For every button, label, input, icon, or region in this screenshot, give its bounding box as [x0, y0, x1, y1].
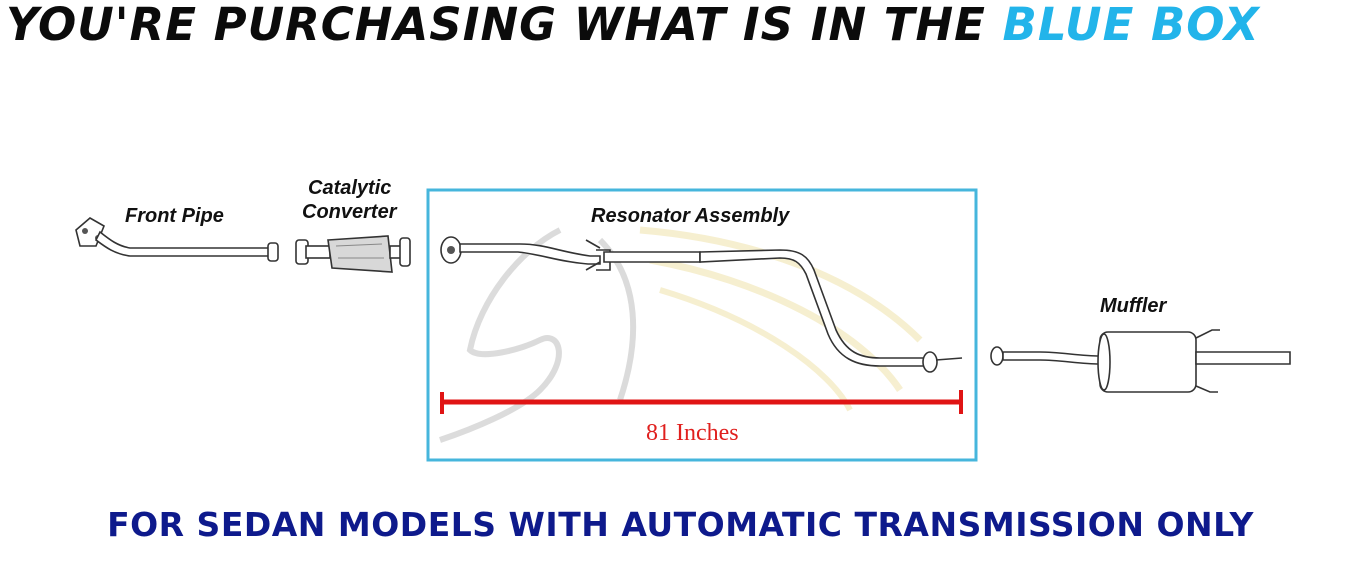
- footer-note: FOR SEDAN MODELS WITH AUTOMATIC TRANSMIS…: [107, 505, 1254, 544]
- measurement-line: [440, 390, 963, 414]
- resonator-assembly: [440, 236, 963, 373]
- front-pipe-label: Front Pipe: [125, 205, 224, 227]
- headline-prefix: YOU'RE PURCHASING WHAT IS IN THE: [6, 0, 1003, 51]
- muffler: [990, 329, 1291, 393]
- catalytic-label-line2: Converter: [302, 201, 398, 223]
- headline: YOU'RE PURCHASING WHAT IS IN THE BLUE BO…: [6, 0, 1356, 50]
- catalytic-converter: [295, 235, 411, 273]
- headline-highlight: BLUE BOX: [1002, 0, 1260, 51]
- measurement-label: 81 Inches: [646, 420, 739, 446]
- resonator-label: Resonator Assembly: [591, 205, 790, 227]
- catalytic-label-line1: Catalytic: [308, 177, 391, 199]
- blue-box: [426, 188, 978, 462]
- front-pipe: [75, 217, 279, 262]
- muffler-label: Muffler: [1100, 295, 1168, 317]
